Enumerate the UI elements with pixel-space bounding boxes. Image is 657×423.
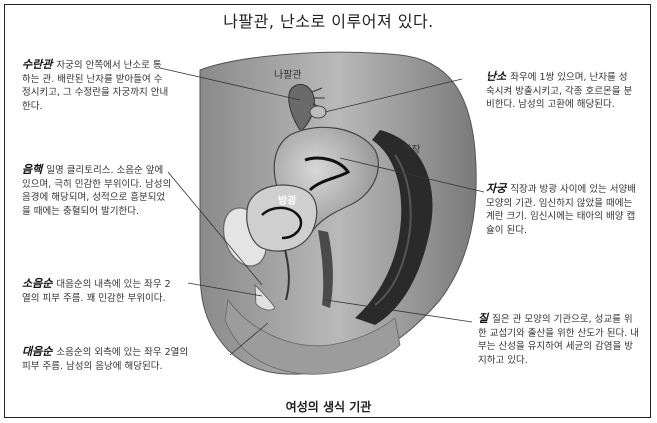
note-vagina: 질질은 관 모양의 기관으로, 성교를 위한 교섭기와 출산을 위한 산도가 된… [478,312,640,367]
figure-caption: 여성의 생식 기관 [0,398,657,415]
note-ovary-term: 난소 [486,70,506,83]
note-uterus-term: 자궁 [486,182,506,195]
note-clitoris-term: 음핵 [22,163,42,176]
note-oviduct-term: 수란관 [22,58,52,71]
note-vagina-text: 질은 관 모양의 기관으로, 성교를 위한 교섭기와 출산을 위한 산도가 된다… [478,314,639,366]
label-rectum: 직장 [402,141,420,156]
note-vagina-term: 질 [478,312,488,325]
note-labia-minora: 소음순대음순의 내측에 있는 좌우 2열의 피부 주름. 꽤 민감한 부위이다. [22,277,172,305]
note-labia-minora-term: 소음순 [22,277,52,290]
note-labia-majora-term: 대음순 [22,345,52,358]
label-bladder: 방광 [278,192,296,207]
note-ovary: 난소좌우에 1쌍 있으며, 난자를 성숙시켜 방출시키고, 각종 호르몬을 분비… [486,70,636,112]
note-clitoris: 음핵일명 클리토리스. 소음순 앞에 있으며, 극히 민감한 부위이다. 남성의… [22,163,172,218]
note-ovary-text: 좌우에 1쌍 있으며, 난자를 성숙시켜 방출시키고, 각종 호르몬을 분비한다… [486,72,632,110]
note-uterus-text: 직장과 방광 사이에 있는 서양배 모양의 기관. 임신하지 않았을 때에는 계… [486,184,636,236]
note-oviduct: 수란관자궁의 안쪽에서 난소로 통하는 관. 배란된 난자를 받아들여 수정시키… [22,58,170,113]
note-clitoris-text: 일명 클리토리스. 소음순 앞에 있으며, 극히 민감한 부위이다. 남성의 음… [22,165,171,217]
note-labia-majora: 대음순소음순의 외측에 있는 좌우 2열의 피부 주름. 남성의 음낭에 해당된… [22,345,192,373]
label-fallopian-tube: 나팔관 [274,66,302,81]
ovary [310,106,326,118]
note-uterus: 자궁직장과 방광 사이에 있는 서양배 모양의 기관. 임신하지 않았을 때에는… [486,182,636,237]
